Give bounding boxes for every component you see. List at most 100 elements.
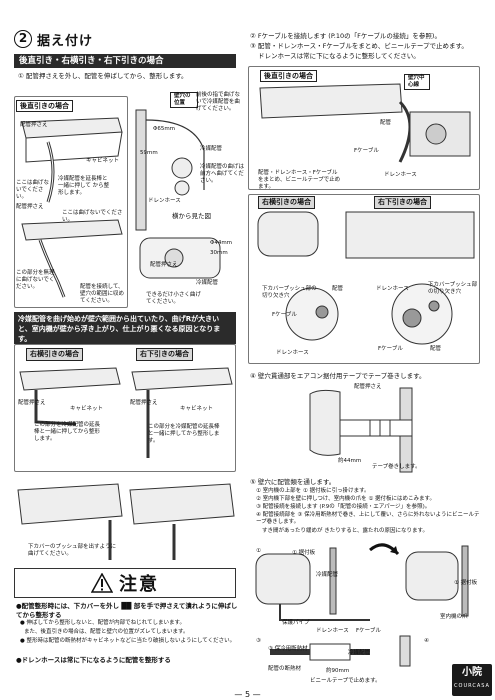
bottom-label-2: ① — [256, 548, 261, 554]
bottom-insul-label: ③ 保冷用断熱材 — [268, 646, 308, 652]
bottom-fcable: Fケーブル — [356, 628, 381, 634]
fcable2-label: Fケーブル — [272, 312, 297, 318]
note1: ここは曲げないでください。 — [16, 180, 50, 200]
dim1: 59mm — [140, 150, 158, 156]
mid-support: 配管押さえ — [18, 400, 46, 406]
mid-left-frame — [14, 344, 236, 472]
side-view-caption: 横から見た図 — [172, 212, 211, 220]
tape-note: 配管・ドレンホース・Fケーブルをまとめ、ビニールテープで止めます。 — [258, 170, 341, 190]
bottom-insul: 配管の断熱材 — [268, 666, 302, 672]
watermark-sub: COURCASA — [454, 683, 490, 689]
right-pipe: 配管 — [380, 120, 392, 126]
center-pipe: 冷媒配管 — [196, 280, 219, 286]
caution-item-4: ● 整形時は配管の断熱材がキャビネットなどに当たり破損しないようにしてください。 — [20, 638, 236, 644]
right-fcable: Fケーブル — [354, 148, 379, 154]
right-down-label-2: 右下引きの場合 — [374, 196, 431, 209]
bottom-plate-1: ① 据付板 — [292, 550, 316, 556]
step5-line-5: ④ 配管接続部を ③ 保冷用断熱材で巻き、上にして覆い、さらに外れないようにビニ… — [256, 512, 480, 525]
page-number: — 5 — — [234, 690, 261, 699]
bottom-right-illustration — [255, 543, 469, 667]
hose-note: 冷媒配管の曲げは前方へ曲げてください。 — [200, 164, 245, 184]
center-support: 配管押さえ — [150, 262, 178, 268]
right-mid-illustration — [257, 211, 475, 345]
drain2-label: ドレンホース — [276, 350, 309, 356]
right-side-label: 右横引きの場合 — [26, 348, 83, 361]
cabinet-label: キャビネット — [86, 158, 120, 164]
subsection-band: 後直引き・右横引き・右下引きの場合 — [14, 54, 236, 68]
section-number: 2 — [14, 30, 32, 48]
mid-note1: この部分を冷媒配管の延長棒と一緒に押してから整形します。 — [34, 422, 101, 442]
warning-box: 冷媒配管を曲げ始めが壁穴範囲から出ていたり、曲げRが大きいと、室内機が壁から浮き… — [14, 312, 236, 344]
rear-straight-label: 後直引きの場合 — [16, 100, 73, 112]
cold-pipe-label: 冷媒配管 — [200, 146, 223, 152]
step5-line-3: ② 室内機下部を壁に押しつけ、室内機の爪を ① 据付板にはめこみます。 — [256, 496, 435, 502]
mid-left-illustration — [19, 367, 233, 458]
right-rear-label: 後直引きの場合 — [260, 70, 317, 82]
dim3: Φ44mm — [210, 240, 233, 246]
caution-title: 注意 — [119, 574, 159, 595]
dim2: Φ65mm — [153, 126, 176, 132]
right-down-label: 右下引きの場合 — [136, 348, 193, 361]
center-note2: できるだけ小さく曲げてください。 — [146, 292, 201, 305]
bottom-tape-note: ビニールテープで止めます。 — [310, 678, 381, 684]
mid-note2: この部分を冷媒配管の延長棒と一緒に押してから整形します。 — [148, 424, 220, 444]
side-view-illustration — [135, 109, 221, 279]
right-top-frame — [248, 66, 480, 190]
note2: 冷媒配管を延長棒と一緒に押して から整形します。 — [58, 176, 110, 196]
caution-item-3: また、後直引きの場合は、配管と壁穴の位置がズレてしまいます。 — [24, 629, 189, 635]
right-drain: ドレンホース — [384, 172, 417, 178]
cut-label-1: 下カバープッシュ部の切り欠き穴 — [262, 286, 317, 299]
step5-line-4: ③ 配管接続を接続します (P.9の「配管の接続・エアパージ」を参照)。 — [256, 504, 431, 510]
step3-text: ③ 配管・ドレンホース・Fケーブルをまとめ、ビニールテープで止めます。 — [250, 42, 468, 50]
step1-text: ① 配管押さえを外し、配管を伸ばしてから、整形します。 — [18, 72, 188, 80]
drain-hose-label: ドレンホース — [148, 198, 181, 204]
support-b-label: 配管押さえ — [16, 204, 44, 210]
bottom-dim: 約90mm — [326, 668, 350, 674]
bottom-cold: 冷媒配管 — [316, 572, 339, 578]
step5-line-2: ① 室内機の上部を ① 据付板に引っ掛けます。 — [256, 488, 370, 494]
right-mid-frame — [248, 194, 480, 364]
tape-illustration — [309, 387, 413, 473]
step5-line-6: すき間があったり緩めが きたりすると、露たれの原因になります。 — [262, 528, 428, 534]
watermark-main: 小院 — [462, 667, 482, 678]
note5: 配管を接続して、壁穴の範囲に収めてください。 — [80, 284, 125, 304]
note3: ここは曲げないでください。 — [62, 210, 123, 223]
bottom-label-3: ③ — [256, 638, 261, 644]
step2-text: ② Fケーブルを接続します (P.10の「Fケーブルの接続」を参照)。 — [250, 32, 441, 40]
tape-dim: 約44mm — [338, 458, 362, 464]
push-note: 下カバーのプッシュ部を出すように曲げてください。 — [28, 544, 117, 557]
support-a-label: 配管押さえ — [20, 122, 48, 128]
tape-support: 配管押さえ — [354, 384, 382, 390]
caution-item-5: ●ドレンホースは常に下になるように配管を整形する — [16, 656, 171, 664]
caution-header: 注意 — [14, 568, 236, 598]
bottom-plate-r: ① 据付板 — [454, 580, 478, 586]
mid-support2: 配管押さえ — [130, 400, 158, 406]
wall-position-label: 壁穴の位置 — [170, 92, 198, 108]
note4: この部分を無理に曲げないでください。 — [16, 270, 55, 290]
section-title: 据え付け — [37, 34, 94, 49]
pipe2-label: 配管 — [332, 286, 344, 292]
bottom-protect: 保護パイプ — [282, 620, 310, 626]
fcable3-label: Fケーブル — [378, 346, 403, 352]
tape-label: テープ巻きします。 — [372, 464, 421, 470]
step4-text: ④ 壁穴貫通部をエアコン据付用テープでテープ巻きします。 — [250, 372, 426, 380]
caution-item-2: ● 伸ばしてから整形しないと、配管が内部でねじれてしまいます。 — [20, 620, 185, 626]
pipe3-label: 配管 — [430, 346, 442, 352]
mid-cabinet2: キャビネット — [180, 406, 214, 412]
right-bundle-illustration — [259, 83, 471, 163]
bottom-claw: 室内機の爪 — [440, 614, 468, 620]
rear-straight-illustration — [21, 117, 123, 298]
watermark-logo: 小院 COURCASA — [452, 664, 492, 696]
bottom-drain: ドレンホース — [316, 628, 349, 634]
warning-triangle-icon — [91, 573, 113, 593]
mid-cabinet: キャビネット — [70, 406, 104, 412]
cut-label-2: 下カバープッシュ部の切り欠き穴 — [428, 282, 478, 295]
drain3-label: ドレンホース — [376, 286, 409, 292]
step5-line-1: ⑤ 壁穴に配管類を通します。 — [250, 478, 336, 486]
bottom-cold2: 冷媒配管 — [348, 650, 371, 656]
right-side-label-2: 右横引きの場合 — [258, 196, 315, 209]
lower-left-illustration — [17, 483, 235, 560]
dim4: 30mm — [210, 250, 228, 256]
step3b-text: ドレンホースは常に下になるように整形してください。 — [258, 52, 420, 60]
caution-item-1: ●配管整形時には、下カバーを外し ██ 部を手で押さえて潰れように伸ばしてから整… — [16, 602, 238, 619]
